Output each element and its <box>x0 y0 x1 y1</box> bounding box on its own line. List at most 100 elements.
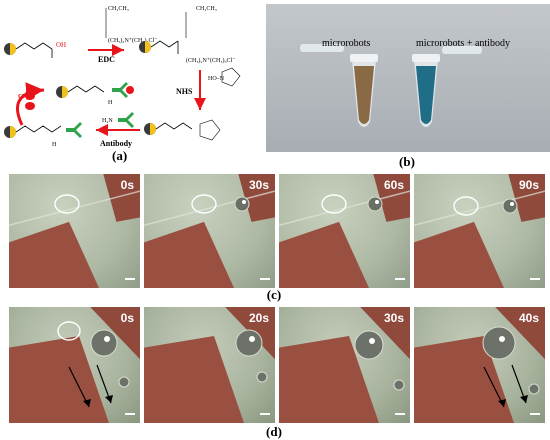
tube1-label: microrobots <box>322 38 371 49</box>
cell-dot-2 <box>25 102 35 110</box>
microrobot-highlight <box>369 338 375 344</box>
microrobot-small <box>118 376 130 388</box>
electrode-right <box>373 174 410 222</box>
channel-edge <box>414 190 545 227</box>
intermediate-bottom: (CH₃)₂N⁺(CH₃)₃Cl⁻ <box>186 57 235 64</box>
electrode-left <box>279 221 369 288</box>
electrode-right <box>238 174 275 222</box>
microrobot-highlight <box>510 202 514 206</box>
motion-arrowhead <box>105 395 113 403</box>
panel-c-label: (c) <box>266 287 282 302</box>
timestamp-label: 40s <box>518 311 539 325</box>
timestamp-label: 0s <box>120 178 134 192</box>
timestamp-label: 60s <box>383 178 404 192</box>
timestamp-label: 0s <box>120 311 134 325</box>
ho-label: HO–N <box>208 76 225 82</box>
janus-particle-4 <box>4 126 16 138</box>
microrobot-small <box>256 371 268 383</box>
panel-d-frame: 0s <box>9 307 140 423</box>
antibody-label: Antibody <box>100 139 132 148</box>
janus-particle-3 <box>144 123 156 135</box>
panel-c-frame: 0s <box>9 174 140 288</box>
janus-particle-5 <box>56 86 68 98</box>
h-label-2: H <box>108 100 113 106</box>
nhs-label: NHS <box>176 87 193 96</box>
edc-top5: (CH₃)₂N⁺(CH₃)₃Cl⁻ <box>108 37 157 44</box>
timestamp-label: 30s <box>383 311 404 325</box>
motion-arrowhead <box>498 399 506 407</box>
tube-microrobots-antibody <box>412 46 482 127</box>
microrobot-large <box>482 326 516 360</box>
panel-c-frame: 30s <box>144 174 275 288</box>
scale-bar <box>125 278 135 280</box>
chain-1 <box>15 42 53 50</box>
electrode-left <box>144 336 244 423</box>
antibody-icon-3 <box>112 82 128 98</box>
microrobot-large <box>90 329 118 357</box>
tube-microrobots <box>300 44 378 127</box>
panel-d-label: (d) <box>266 424 282 439</box>
electrode-right <box>90 307 140 360</box>
electrode-right <box>508 174 545 222</box>
electrode-right <box>360 307 410 360</box>
microrobot-small <box>393 379 405 391</box>
timestamp-label: 30s <box>248 178 269 192</box>
electrode-left <box>279 336 379 423</box>
scale-bar <box>530 278 540 280</box>
motion-arrowhead <box>83 399 91 407</box>
panel-a-scheme: OH EDC CH₂CH₃ (CH₃)₂N⁺(CH₃)₃Cl⁻ CH₂CH₃ (… <box>4 6 241 163</box>
electrode-left <box>144 221 234 288</box>
timestamp-label: 90s <box>518 178 539 192</box>
microrobot <box>367 196 383 212</box>
panel-b-label: (b) <box>399 154 415 169</box>
microrobot-highlight <box>104 336 110 342</box>
scale-bar <box>260 413 270 415</box>
electrode-right <box>225 307 275 360</box>
scale-bar <box>530 413 540 415</box>
intermediate-top: CH₂CH₃ <box>196 6 217 12</box>
microrobot-large <box>235 329 263 357</box>
microrobot <box>502 198 518 214</box>
electrode-left <box>9 221 99 288</box>
oh-label: OH <box>56 41 66 49</box>
scale-bar <box>395 413 405 415</box>
microrobot-highlight <box>375 200 379 204</box>
microrobot-highlight <box>249 336 255 342</box>
panel-d-frame: 20s <box>144 307 275 423</box>
timestamp-label: 20s <box>248 311 269 325</box>
target-circle <box>453 196 479 216</box>
panel-d-frame: 30s <box>279 307 410 423</box>
janus-particle-1 <box>4 43 16 55</box>
microrobot-highlight <box>499 336 505 342</box>
panel-c-frame: 60s <box>279 174 410 288</box>
target-circle <box>54 194 80 214</box>
microrobot-small <box>528 383 540 395</box>
captured-cell <box>126 86 134 94</box>
scale-bar <box>125 413 135 415</box>
h2n-label: H₂N <box>102 118 113 124</box>
panel-a-label: (a) <box>112 148 127 163</box>
channel-edge <box>9 190 140 227</box>
janus-particle-2 <box>139 41 151 53</box>
target-circle <box>321 194 347 214</box>
channel-edge <box>144 190 275 227</box>
panel-c-frame: 90s <box>414 174 545 288</box>
panel-b-photo: microrobots microrobots + antibody <box>266 4 550 152</box>
target-circle <box>191 194 217 214</box>
tube2-label: microrobots + antibody <box>416 38 510 49</box>
microrobot <box>234 196 250 212</box>
cell-capture-arrow <box>15 82 45 126</box>
edc-top1: CH₂CH₃ <box>108 6 129 12</box>
antibody-icon-1 <box>118 112 134 128</box>
edc-label: EDC <box>98 55 115 64</box>
microrobot-highlight <box>242 200 246 204</box>
scale-bar <box>395 278 405 280</box>
antibody-icon-2 <box>66 122 82 138</box>
microrobot-large <box>354 330 384 360</box>
electrode-left <box>414 336 514 423</box>
target-circle <box>57 321 81 341</box>
scale-bar <box>260 278 270 280</box>
electrode-right <box>495 307 545 360</box>
panel-d-frame: 40s <box>414 307 545 423</box>
electrode-right <box>103 174 140 222</box>
